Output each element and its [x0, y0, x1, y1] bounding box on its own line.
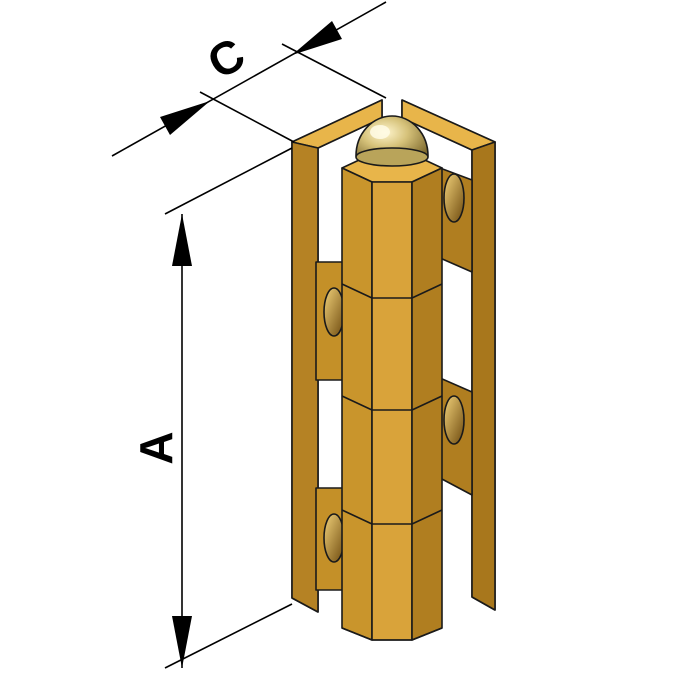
left-screw-hole-top [323, 287, 345, 337]
ball-bearing-icon [355, 115, 429, 167]
dimension-arrow-icon [292, 21, 342, 55]
dimension-a-label: A [130, 431, 182, 464]
dimension-arrow-icon [160, 101, 210, 135]
dimension-c-extension-left [199, 91, 295, 143]
dimension-c-extension-right [281, 43, 387, 99]
dimension-arrow-icon [172, 616, 192, 668]
left-leaf [291, 99, 383, 613]
dimension-a-extension-bottom [164, 603, 293, 669]
hinge-barrel-icon [341, 153, 443, 641]
left-screw-hole-bottom [323, 513, 345, 563]
dimension-c-line [111, 1, 387, 157]
dimension-arrow-icon [172, 214, 192, 266]
hinge-body [291, 99, 496, 641]
right-leaf [401, 99, 496, 611]
right-screw-hole-bottom [443, 395, 465, 445]
dimension-a: A [130, 147, 293, 669]
dimension-a-extension-top [164, 147, 293, 215]
dimension-c-label: C [199, 27, 254, 89]
right-screw-hole-top [443, 173, 465, 223]
